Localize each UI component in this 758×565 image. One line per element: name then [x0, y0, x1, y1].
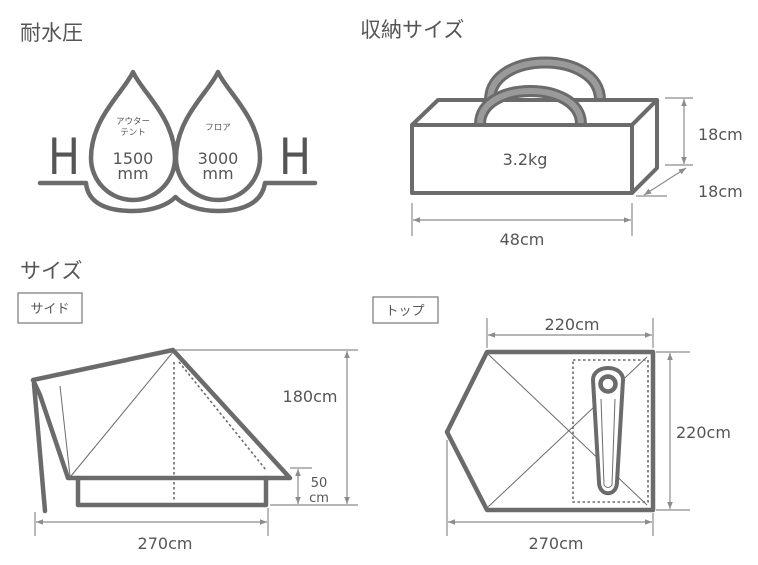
floor-value: 3000	[198, 149, 239, 168]
top-inner-diagonal-a	[487, 353, 648, 506]
outer-tent-droplet	[88, 69, 178, 203]
bag-depth-dimension-line	[643, 167, 687, 196]
side-label: サイド	[30, 302, 69, 317]
side-floor-height-unit: cm	[309, 491, 329, 506]
floor-unit: mm	[202, 164, 233, 183]
top-depth-label: 220cm	[676, 423, 731, 442]
side-length-label: 270cm	[138, 534, 193, 553]
right-h-letter: H	[279, 128, 311, 186]
side-height-label: 180cm	[283, 387, 338, 406]
outer-tent-label-line2: テント	[120, 128, 146, 138]
top-view-diagram: トップ 220cm 220cm 270cm	[372, 296, 731, 553]
storage-bag-diagram: 3.2kg 18cm 18cm 48cm	[410, 56, 743, 249]
bag-back-handle	[484, 56, 606, 101]
side-floor-height-value: 50	[311, 476, 328, 491]
bag-height-label: 18cm	[698, 125, 743, 144]
outer-tent-value: 1500	[113, 149, 154, 168]
side-fly-outline	[30, 347, 293, 481]
floor-label: フロア	[205, 123, 231, 133]
left-h-letter: H	[48, 128, 80, 186]
top-fly-outline	[444, 349, 656, 513]
top-length-label: 270cm	[529, 534, 584, 553]
top-label: トップ	[385, 304, 424, 319]
top-label-box	[372, 296, 439, 324]
bag-front-handle	[474, 85, 587, 125]
side-view-diagram: サイド 180cm 50 cm 270cm	[17, 292, 358, 553]
side-inner-line-b	[59, 385, 71, 477]
storage-size-heading: 収納サイズ	[360, 18, 464, 42]
water-pressure-diagram: H H アウター テント 1500 mm フロア 3000 mm	[37, 69, 318, 214]
bag-front-face	[410, 123, 634, 195]
size-heading: サイズ	[20, 259, 82, 283]
side-inner-floor	[75, 475, 269, 508]
outer-tent-unit: mm	[117, 164, 148, 183]
outer-tent-label-line1: アウター	[116, 117, 150, 127]
side-inner-line-a	[70, 351, 174, 477]
sleeping-bag-head	[598, 374, 618, 394]
sleeping-bag	[591, 366, 625, 496]
water-pressure-heading: 耐水圧	[20, 21, 83, 45]
side-dotted-diagonal	[178, 361, 267, 471]
floor-droplet	[173, 69, 263, 203]
bag-width-label: 48cm	[500, 230, 545, 249]
side-front-pole	[31, 381, 48, 514]
side-label-box	[17, 292, 83, 324]
bag-weight: 3.2kg	[503, 150, 548, 169]
top-inner-tent-dotted	[572, 359, 649, 503]
bag-top-face	[410, 98, 659, 127]
bag-depth-label: 18cm	[698, 182, 743, 201]
top-width-label: 220cm	[545, 315, 600, 334]
ground-contour-line	[37, 180, 318, 214]
